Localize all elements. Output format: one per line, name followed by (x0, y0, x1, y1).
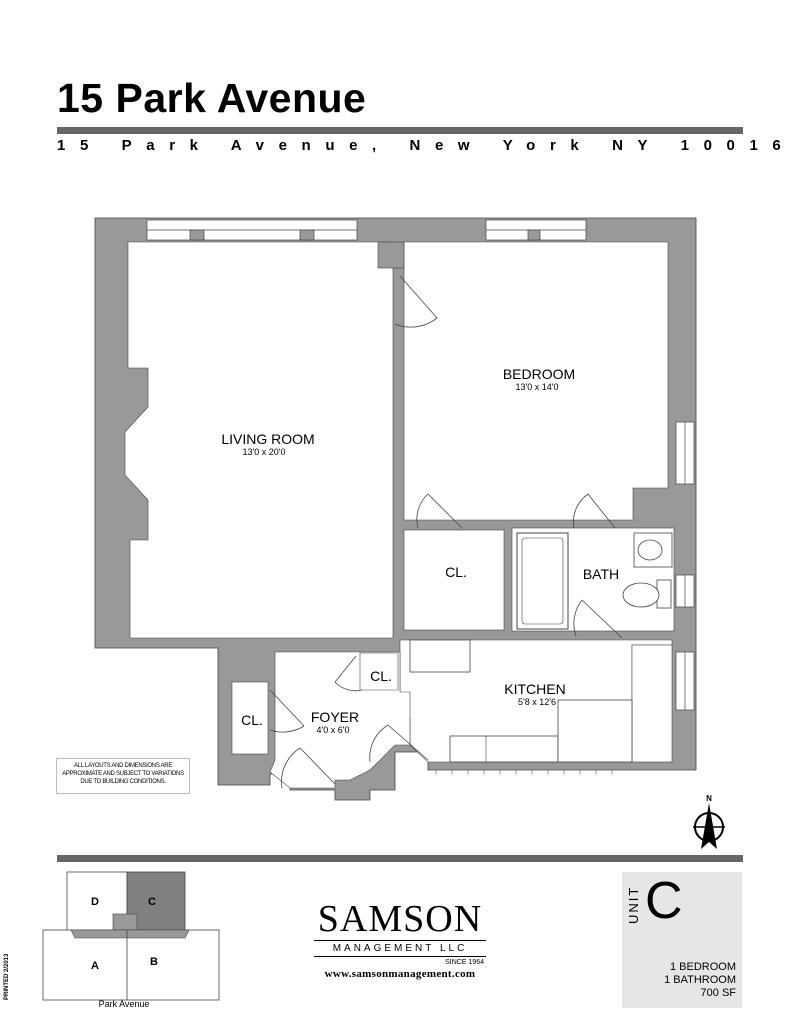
samson-logo: SAMSON MANAGEMENT LLC SINCE 1964 www.sam… (300, 900, 500, 980)
unit-word: UNIT (626, 885, 641, 924)
logo-subtitle: MANAGEMENT LLC (314, 940, 486, 957)
website-link[interactable]: www.samsonmanagement.com (324, 968, 476, 980)
key-plan-label-a: A (91, 960, 99, 972)
unit-summary: 1 BEDROOM 1 BATHROOM 700 SF (664, 961, 736, 1000)
label-small-closet: CL. (370, 668, 392, 684)
key-plan-street: Park Avenue (99, 999, 150, 1009)
unit-panel (622, 872, 742, 1008)
compass-label: N (706, 794, 712, 803)
kitchen-cabinets (449, 735, 559, 763)
building-address: 15 Park Avenue, New York NY 10016 (57, 137, 796, 154)
key-plan-label-d: D (91, 896, 99, 908)
dims-foyer: 4'0 x 6'0 (317, 725, 350, 735)
unit-area: 700 SF (700, 987, 736, 999)
dims-kitchen: 5'8 x 12'6 (518, 697, 556, 707)
living-room-floor (124, 241, 394, 639)
bottom-divider (57, 855, 743, 862)
label-foyer-closet: CL. (241, 712, 263, 728)
bedroom-floor (403, 241, 669, 521)
unit-bathrooms: 1 BATHROOM (664, 974, 736, 986)
small-closet-floor (359, 652, 399, 691)
label-bath: BATH (583, 566, 619, 582)
label-bedroom: BEDROOM (503, 366, 575, 382)
unit-bedrooms: 1 BEDROOM (669, 961, 736, 973)
key-plan: D C A B Park Avenue (42, 871, 220, 1009)
top-divider (57, 127, 743, 134)
dims-bedroom: 13'0 x 14'0 (516, 382, 559, 392)
label-living-room: LIVING ROOM (221, 431, 314, 447)
kitchen-appliance (557, 699, 633, 763)
bedroom-closet-floor (403, 529, 505, 631)
dims-living-room: 13'0 x 20'0 (243, 447, 286, 457)
logo-name: SAMSON (317, 898, 483, 940)
windows (146, 219, 695, 711)
logo-since: SINCE 1964 (445, 959, 484, 966)
label-bedroom-closet: CL. (445, 564, 467, 580)
kitchen-counter (409, 639, 471, 673)
building-title: 15 Park Avenue (57, 75, 367, 121)
key-plan-label-b: B (150, 956, 158, 968)
disclaimer-note: ALL LAYOUTS AND DIMENSIONS ARE APPROXIMA… (56, 758, 190, 794)
doors (269, 275, 623, 789)
unit-letter: C (645, 872, 683, 930)
north-arrow-icon: N (693, 794, 725, 849)
label-kitchen: KITCHEN (504, 681, 565, 697)
floor-plan: LIVING ROOM 13'0 x 20'0 BEDROOM 13'0 x 1… (94, 217, 725, 849)
label-foyer: FOYER (311, 709, 359, 725)
foyer-closet-floor (231, 681, 269, 755)
key-plan-label-c: C (148, 896, 156, 908)
printed-date: PRINTED 2/2013 (4, 953, 10, 1000)
